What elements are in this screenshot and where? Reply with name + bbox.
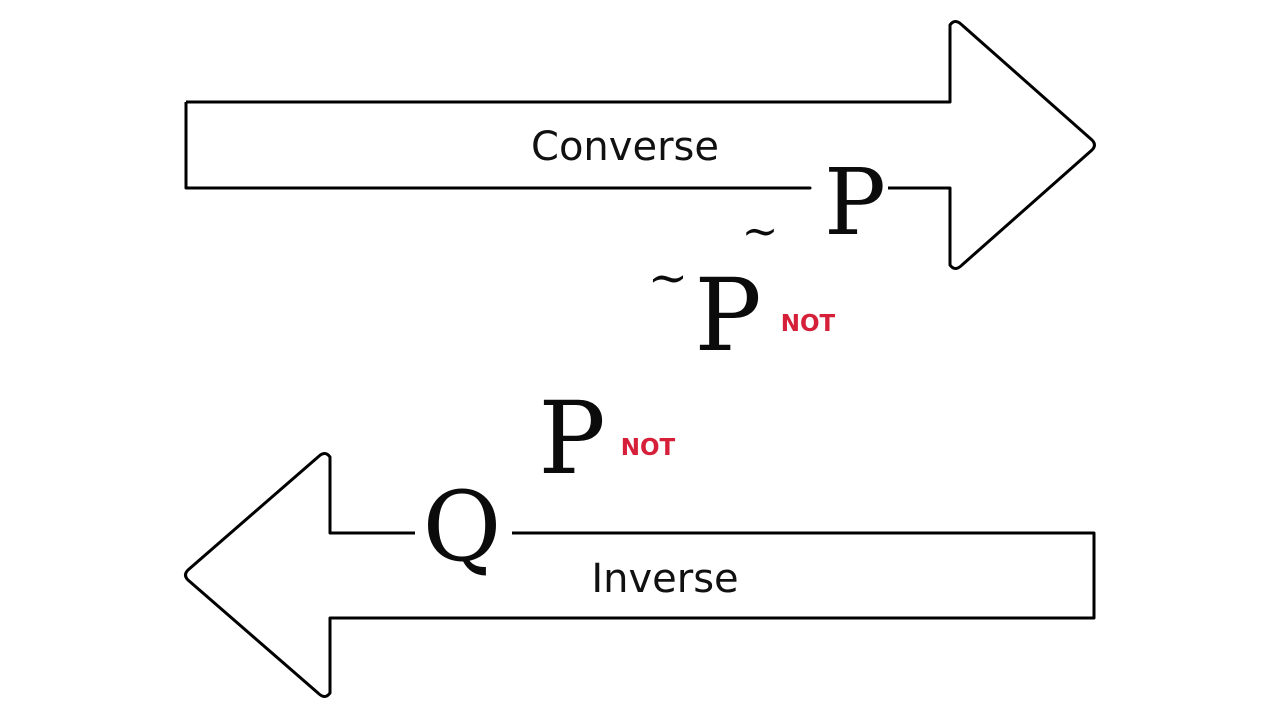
not-tag-2: NOT: [621, 435, 676, 461]
converse-label: Converse: [531, 124, 719, 170]
not-tag-1: NOT: [781, 311, 836, 337]
tilde-middle: ~: [648, 250, 688, 306]
inverse-label: Inverse: [591, 556, 738, 602]
p-lower: P: [538, 380, 605, 497]
inverse-arrow: [184, 452, 1096, 698]
p-on-converse-arrow: P: [824, 149, 886, 256]
tilde-small: ~: [742, 206, 779, 257]
p-middle: P: [694, 257, 761, 374]
q-on-inverse-arrow: Q: [423, 471, 502, 583]
